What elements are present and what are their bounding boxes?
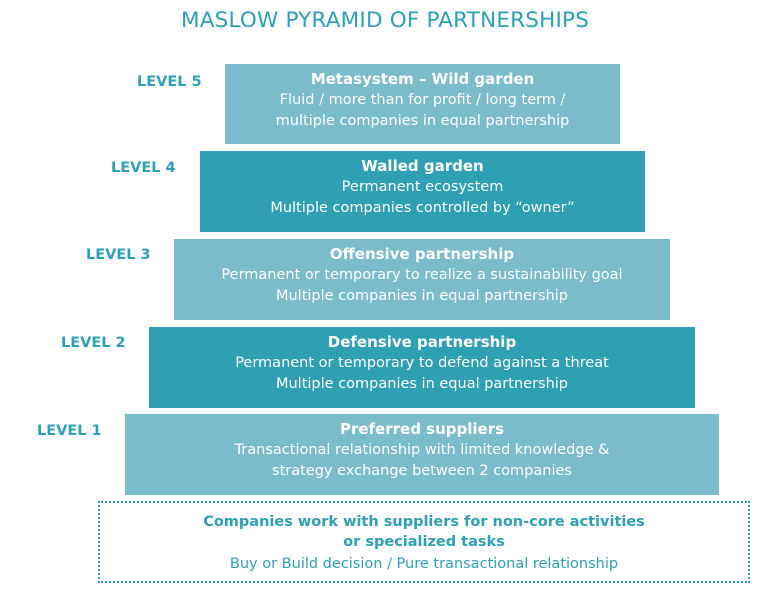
level-4-line-1: Permanent ecosystem bbox=[341, 179, 504, 195]
level-5-label: LEVEL 5 bbox=[137, 74, 202, 90]
level-1-line-2: strategy exchange between 2 companies bbox=[272, 463, 572, 479]
level-1-box: Preferred suppliers Transactional relati… bbox=[125, 414, 719, 495]
level-4-heading: Walled garden bbox=[361, 157, 484, 175]
base-subtext: Buy or Build decision / Pure transaction… bbox=[229, 556, 619, 572]
level-3-line-2: Multiple companies in equal partnership bbox=[275, 288, 569, 304]
level-4-label: LEVEL 4 bbox=[111, 160, 176, 176]
level-5-box: Metasystem – Wild garden Fluid / more th… bbox=[225, 64, 620, 144]
level-5-line-2: multiple companies in equal partnership bbox=[275, 113, 570, 129]
level-1-label: LEVEL 1 bbox=[37, 423, 102, 439]
level-4-line-2: Multiple companies controlled by “owner” bbox=[270, 200, 575, 216]
level-2-heading: Defensive partnership bbox=[327, 333, 517, 351]
level-2-line-2: Multiple companies in equal partnership bbox=[275, 376, 569, 392]
diagram-title: MASLOW PYRAMID OF PARTNERSHIPS bbox=[180, 8, 590, 33]
level-2-line-1: Permanent or temporary to defend against… bbox=[235, 355, 609, 371]
level-2-label: LEVEL 2 bbox=[61, 335, 126, 351]
level-2-box: Defensive partnership Permanent or tempo… bbox=[149, 327, 695, 408]
level-1-line-1: Transactional relationship with limited … bbox=[234, 442, 610, 458]
base-heading-line-2: or specialized tasks bbox=[343, 534, 505, 550]
level-5-line-1: Fluid / more than for profit / long term… bbox=[279, 92, 566, 108]
level-5-heading: Metasystem – Wild garden bbox=[310, 70, 535, 88]
level-3-heading: Offensive partnership bbox=[329, 245, 515, 263]
level-3-label: LEVEL 3 bbox=[86, 247, 151, 263]
base-box: Companies work with suppliers for non-co… bbox=[98, 501, 750, 583]
level-3-line-1: Permanent or temporary to realize a sust… bbox=[221, 267, 623, 283]
base-heading-line-1: Companies work with suppliers for non-co… bbox=[203, 514, 645, 530]
level-3-box: Offensive partnership Permanent or tempo… bbox=[174, 239, 670, 320]
level-4-box: Walled garden Permanent ecosystem Multip… bbox=[200, 151, 645, 232]
level-1-heading: Preferred suppliers bbox=[339, 420, 505, 438]
